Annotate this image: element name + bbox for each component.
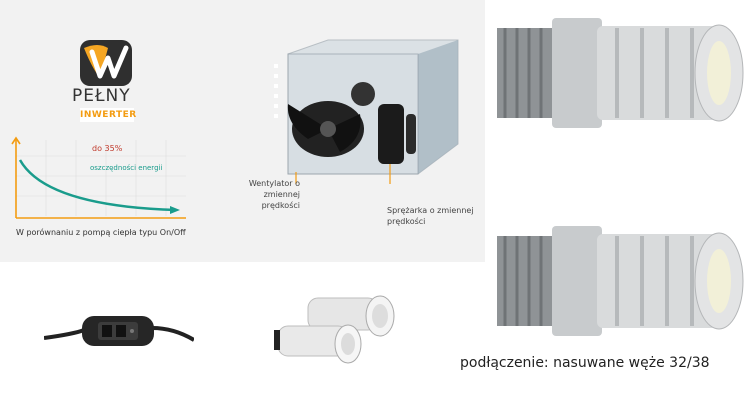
connector-caption: podłączenie: nasuwane węże 32/38 — [460, 355, 710, 371]
savings-description-label: oszczędności energii — [90, 164, 163, 172]
energy-savings-chart — [11, 136, 186, 219]
compressor-label: Sprężarka o zmiennej prędkości — [387, 206, 474, 226]
heat-pump-unit-illustration — [274, 39, 459, 184]
fan-label: Wentylator o zmiennej prędkości — [248, 179, 300, 210]
power-cable-illustration — [44, 316, 194, 346]
savings-percent-label: do 35% — [92, 144, 123, 153]
hose-connector-top-icon — [497, 18, 744, 128]
inverter-logo-icon — [80, 40, 132, 86]
chart-caption: W porównaniu z pompą ciepła typu On/Off — [16, 228, 186, 237]
logo-title: PEŁNY — [72, 86, 131, 106]
pool-fittings-illustration — [274, 295, 395, 364]
hose-connector-bottom-icon — [497, 226, 744, 336]
logo-subtitle: INWERTER — [80, 108, 137, 122]
